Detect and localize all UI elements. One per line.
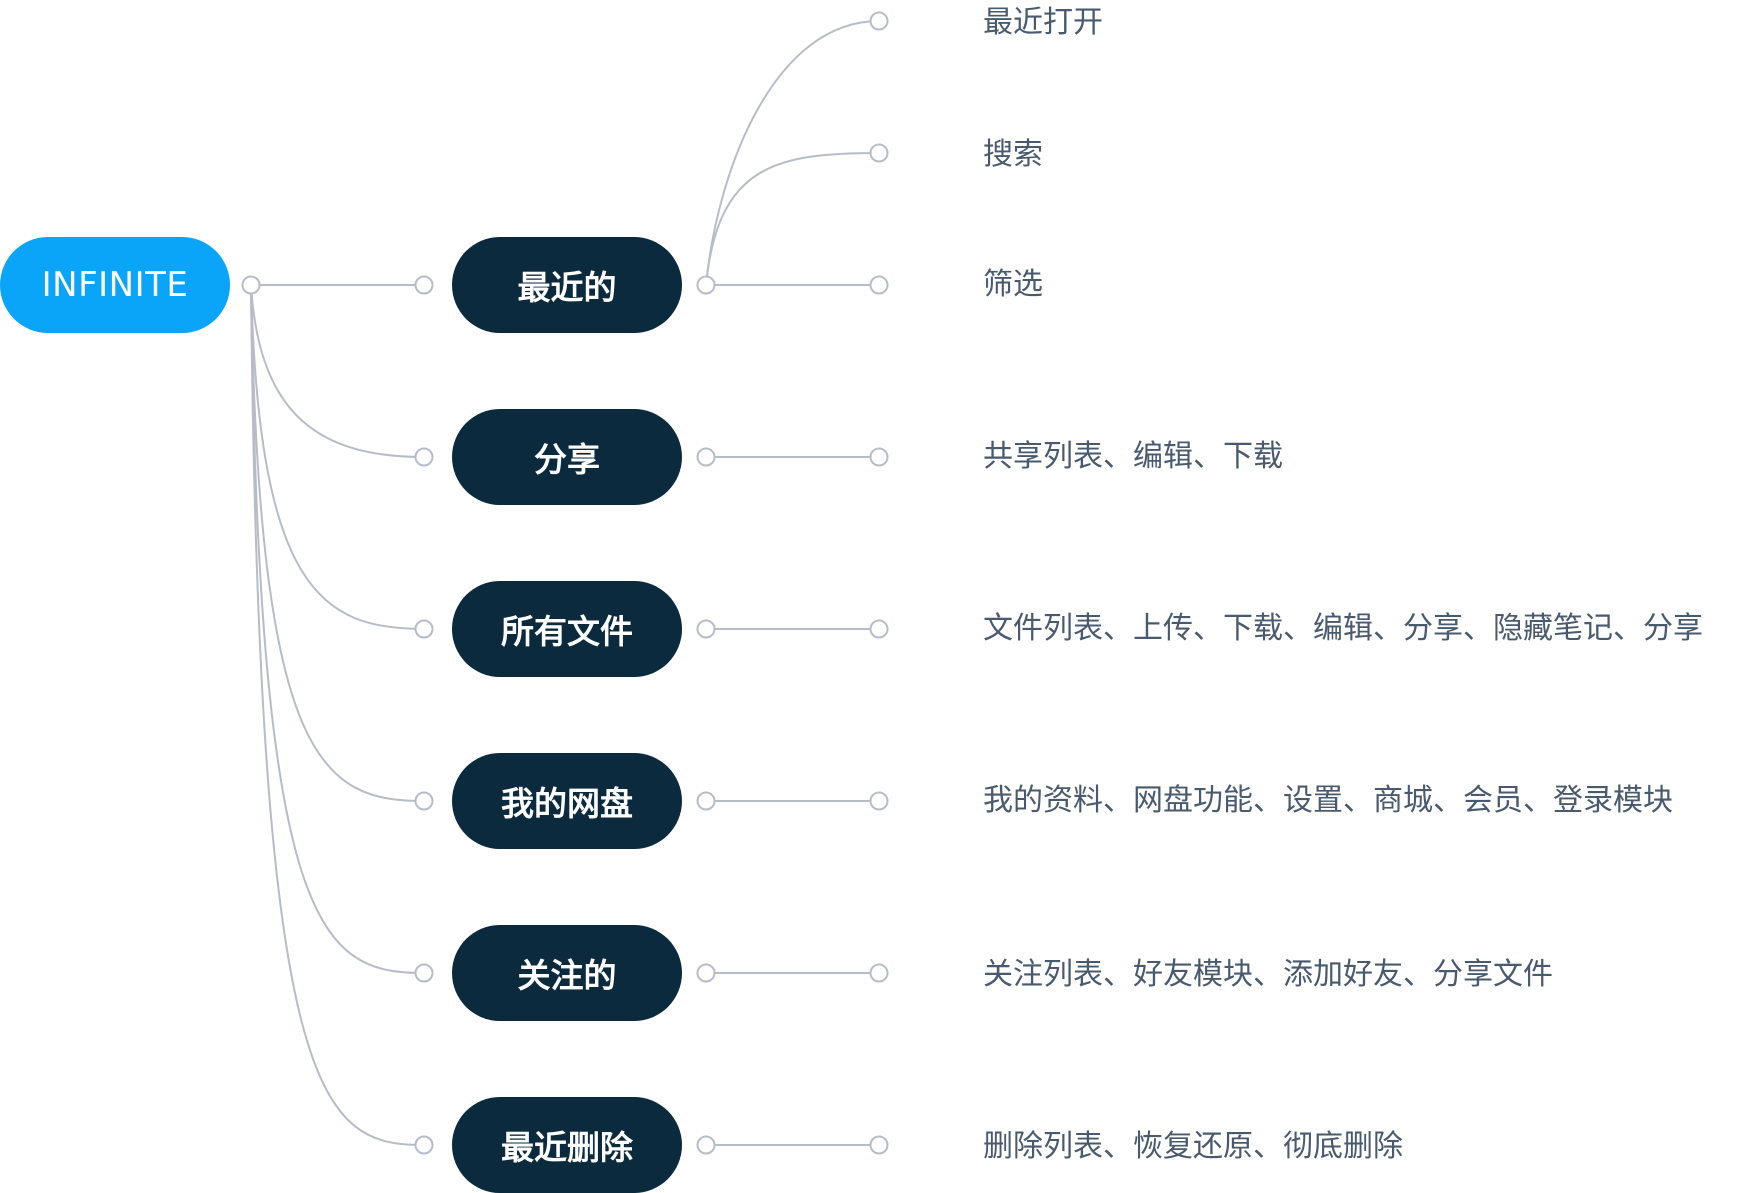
root-branch-connector — [250, 284, 425, 1146]
branch-output-port[interactable] — [696, 447, 716, 467]
leaf-input-port[interactable] — [869, 791, 889, 811]
branch-output-port[interactable] — [696, 275, 716, 295]
leaf-all-files-items[interactable]: 文件列表、上传、下载、编辑、分享、隐藏笔记、分享 — [983, 611, 1703, 646]
leaf-recent-open[interactable]: 最近打开 — [983, 5, 1103, 40]
leaf-deleted-items[interactable]: 删除列表、恢复还原、彻底删除 — [983, 1129, 1403, 1164]
branch-node-all-files[interactable]: 所有文件 — [452, 581, 682, 677]
leaf-my-drive-items[interactable]: 我的资料、网盘功能、设置、商城、会员、登录模块 — [983, 783, 1673, 818]
branch-input-port[interactable] — [414, 619, 434, 639]
branch-output-port[interactable] — [696, 1135, 716, 1155]
branch-leaf-connector — [705, 20, 880, 286]
branch-node-share[interactable]: 分享 — [452, 409, 682, 505]
branch-output-port[interactable] — [696, 963, 716, 983]
root-output-port[interactable] — [241, 275, 261, 295]
branch-input-port[interactable] — [414, 963, 434, 983]
branch-input-port[interactable] — [414, 1135, 434, 1155]
leaf-input-port[interactable] — [869, 963, 889, 983]
leaf-input-port[interactable] — [869, 619, 889, 639]
leaf-search[interactable]: 搜索 — [983, 137, 1043, 172]
root-branch-connector — [250, 284, 425, 458]
leaf-share-items[interactable]: 共享列表、编辑、下载 — [983, 439, 1283, 474]
root-branch-connector — [250, 284, 425, 974]
branch-leaf-connector — [705, 152, 880, 286]
root-node[interactable]: INFINITE — [0, 237, 230, 333]
root-branch-connector — [250, 284, 425, 802]
branch-input-port[interactable] — [414, 275, 434, 295]
branch-node-my-drive[interactable]: 我的网盘 — [452, 753, 682, 849]
branch-output-port[interactable] — [696, 791, 716, 811]
leaf-following-items[interactable]: 关注列表、好友模块、添加好友、分享文件 — [983, 957, 1553, 992]
branch-node-recently-deleted[interactable]: 最近删除 — [452, 1097, 682, 1193]
leaf-input-port[interactable] — [869, 275, 889, 295]
root-branch-connector — [250, 284, 425, 630]
leaf-filter[interactable]: 筛选 — [983, 267, 1043, 302]
leaf-input-port[interactable] — [869, 447, 889, 467]
leaf-input-port[interactable] — [869, 11, 889, 31]
leaf-input-port[interactable] — [869, 143, 889, 163]
branch-input-port[interactable] — [414, 447, 434, 467]
leaf-input-port[interactable] — [869, 1135, 889, 1155]
branch-input-port[interactable] — [414, 791, 434, 811]
branch-output-port[interactable] — [696, 619, 716, 639]
branch-node-following[interactable]: 关注的 — [452, 925, 682, 1021]
branch-node-recent[interactable]: 最近的 — [452, 237, 682, 333]
